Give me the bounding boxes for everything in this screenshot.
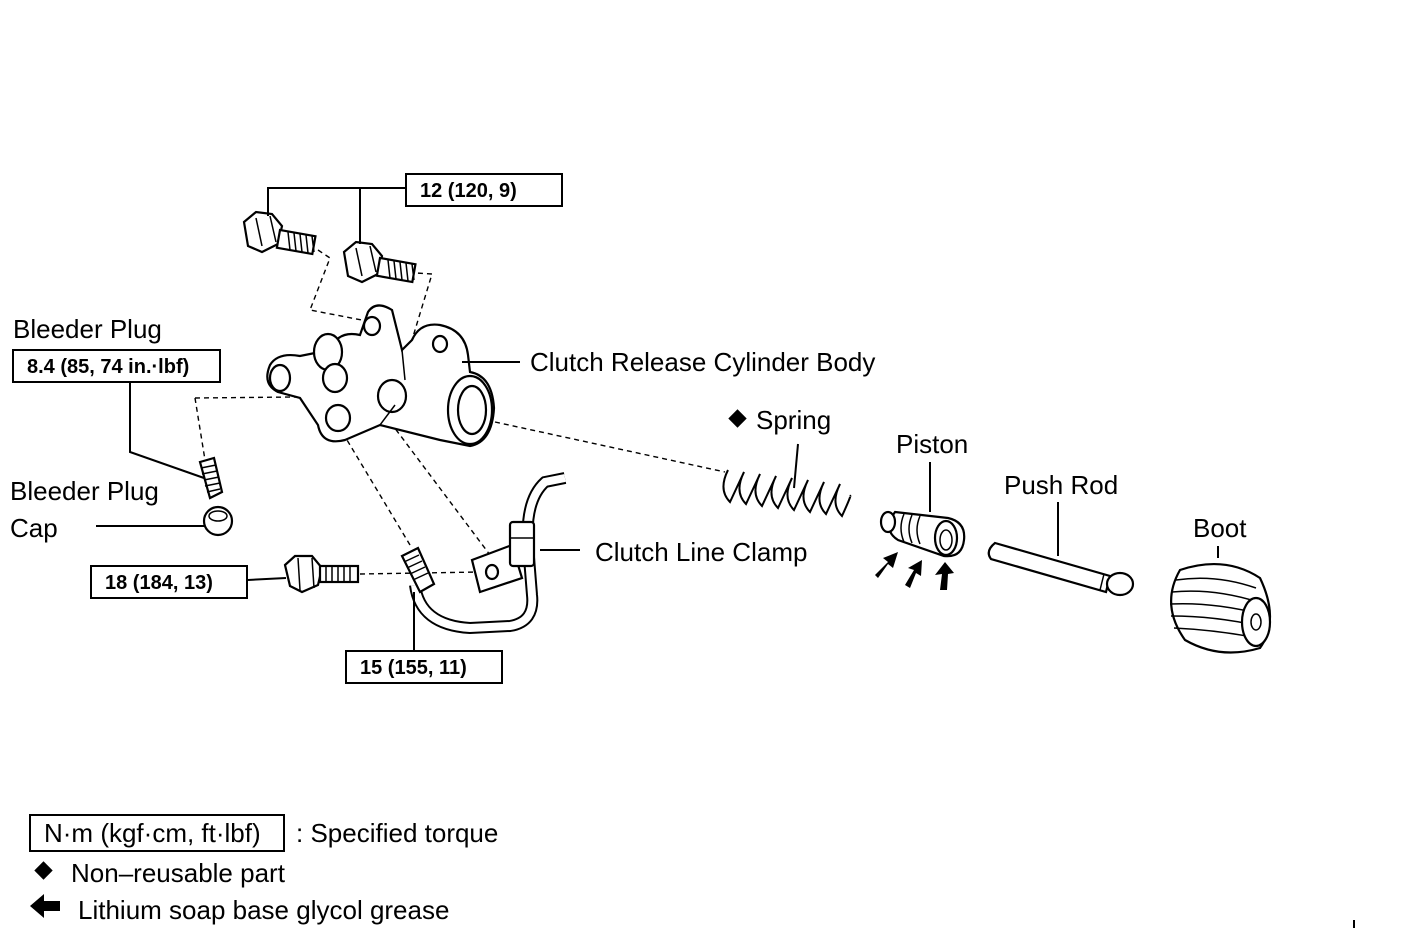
- torque-box-clamp-bolt: 18 (184, 13): [90, 565, 248, 599]
- label-boot: Boot: [1193, 513, 1247, 543]
- label-cylinder-body: Clutch Release Cylinder Body: [530, 347, 875, 377]
- label-spring-group: Spring: [728, 405, 831, 435]
- label-bleeder-plug-cap-line1: Bleeder Plug: [10, 476, 159, 506]
- label-spring: Spring: [756, 405, 831, 435]
- torque-upper-bolts: 12 (120, 9): [420, 180, 517, 202]
- push-rod-drawing: [987, 541, 1135, 597]
- legend-grease-arrow-icon: [30, 894, 60, 918]
- bleeder-plug-cap-drawing: [202, 505, 234, 537]
- clutch-line-drawing: [400, 472, 567, 635]
- torque-box-bleeder-plug: 8.4 (85, 74 in.·lbf): [12, 349, 221, 383]
- torque-box-union: 15 (155, 11): [345, 650, 503, 684]
- upper-bolt-right: [342, 240, 417, 284]
- torque-bleeder-plug: 8.4 (85, 74 in.·lbf): [27, 356, 189, 378]
- legend-torque-text: : Specified torque: [296, 818, 498, 848]
- label-clutch-line-clamp: Clutch Line Clamp: [595, 537, 807, 567]
- legend-non-reusable: Non–reusable part: [71, 858, 286, 888]
- legend-grease: Lithium soap base glycol grease: [78, 895, 449, 925]
- legend-torque-box: [29, 814, 285, 852]
- non-reusable-diamond-icon: [728, 409, 747, 428]
- grease-arrows-piston: [875, 552, 954, 590]
- legend: N·m (kgf·cm, ft·lbf) : Specified torque …: [29, 814, 498, 925]
- boot-drawing: [1169, 562, 1272, 654]
- bleeder-plug-drawing: [198, 456, 224, 500]
- legend-torque-unit: N·m (kgf·cm, ft·lbf): [44, 818, 261, 848]
- torque-box-upper-bolts: 12 (120, 9): [405, 173, 563, 207]
- label-push-rod: Push Rod: [1004, 470, 1118, 500]
- label-piston: Piston: [896, 429, 968, 459]
- clamp-bolt-drawing: [283, 554, 360, 594]
- cylinder-body-drawing: [266, 304, 496, 448]
- spring-drawing: [722, 469, 852, 518]
- label-bleeder-plug: Bleeder Plug: [13, 314, 162, 344]
- torque-clamp-bolt: 18 (184, 13): [105, 572, 213, 594]
- torque-union: 15 (155, 11): [360, 657, 467, 679]
- upper-bolt-left: [242, 210, 317, 256]
- label-bleeder-plug-cap-line2: Cap: [10, 513, 58, 543]
- legend-diamond-icon: [34, 861, 53, 880]
- leader-lines: [96, 187, 1355, 928]
- piston-drawing: [879, 510, 966, 558]
